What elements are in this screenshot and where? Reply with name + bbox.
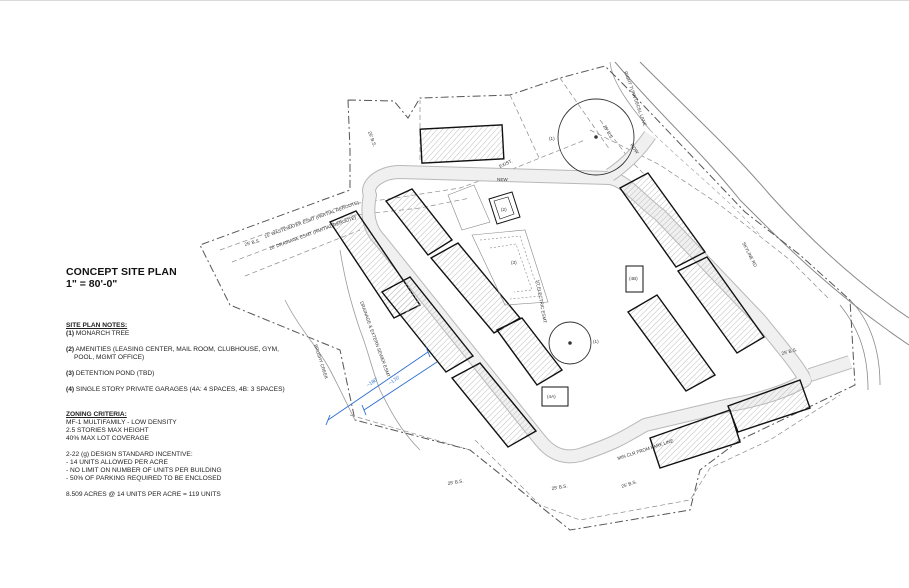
- building-e3: [626, 294, 717, 392]
- note-4: (4) SINGLE STORY PRIVATE GARAGES (4A: 4 …: [66, 386, 285, 393]
- buildings: [328, 124, 811, 469]
- note-2-cont: POOL, MGMT OFFICE): [74, 354, 145, 361]
- label-new: NEW: [497, 177, 508, 182]
- note-1: (1) MONARCH TREE: [66, 330, 130, 337]
- zoning-heading: ZONING CRITERIA:: [66, 411, 127, 418]
- label-elec-esmt: 10' ELECTRIC ESMT: [535, 279, 548, 323]
- zoning-line-3: 40% MAX LOT COVERAGE: [66, 435, 150, 442]
- zoning-line-2: 2.5 STORIES MAX HEIGHT: [66, 427, 149, 434]
- plan-title: CONCEPT SITE PLAN: [66, 266, 177, 278]
- site-plan-notes: SITE PLAN NOTES: (1) MONARCH TREE (2) AM…: [66, 322, 306, 499]
- note-2: (2) AMENITIES (LEASING CENTER, MAIL ROOM…: [66, 346, 279, 353]
- zoning-line-6: - NO LIMIT ON NUMBER OF UNITS PER BUILDI…: [66, 467, 222, 474]
- garages: [541, 265, 644, 407]
- building-e1: [618, 172, 707, 268]
- label-tree-north: (1): [549, 136, 555, 141]
- zoning-line-4: 2-22 (g) DESIGN STANDARD INCENTIVE:: [66, 451, 193, 458]
- label-drainage-swale: DRAINAGE & EXTERN SEWER ESMT: [359, 301, 391, 378]
- zoning-line-7: - 50% OF PARKING REQUIRED TO BE ENCLOSED: [66, 475, 222, 482]
- building-w3: [380, 276, 475, 373]
- building-top: [419, 124, 505, 164]
- notes-heading: SITE PLAN NOTES:: [66, 322, 128, 329]
- top-border-line: [0, 0, 909, 1]
- label-bs-2: 25' B.S.: [244, 238, 261, 247]
- zoning-line-5: - 14 UNITS ALLOWED PER ACRE: [66, 459, 168, 466]
- building-s2: [727, 379, 811, 433]
- building-w5: [450, 362, 538, 448]
- label-row: ROW: [629, 143, 640, 156]
- label-bs-6: 25' B.S.: [602, 124, 614, 140]
- label-bs-4: 25' B.S.: [551, 483, 568, 491]
- zoning-line-1: MF-1 MULTIFAMILY - LOW DENSITY: [66, 419, 177, 426]
- property-boundary: [199, 65, 856, 531]
- label-street: SKYLINE RD: [741, 241, 758, 268]
- building-w2: [384, 188, 454, 256]
- label-dim-1: ~180': [366, 377, 380, 389]
- label-amenity: (2): [501, 207, 507, 212]
- tree-circle-south: [548, 321, 592, 365]
- note-3: (3) DETENTION POND (TBD): [66, 370, 155, 377]
- zoning-line-8: 8.509 ACRES @ 14 UNITS PER ACRE = 119 UN…: [66, 491, 221, 498]
- detention-pond: [471, 229, 549, 306]
- building-e2: [676, 256, 766, 354]
- label-bs-3: 25' B.S.: [447, 478, 464, 486]
- pool-area: [447, 184, 491, 231]
- label-tree-south: (1): [593, 339, 599, 344]
- label-turn-lane: RIGHT TURN DECEL LANE: [623, 71, 647, 127]
- monarch-trees: [548, 98, 635, 365]
- building-w6: [495, 317, 564, 386]
- label-creek: BRUSHY CREEK: [313, 344, 329, 381]
- garage-4a: [541, 386, 569, 407]
- building-w4: [429, 242, 522, 334]
- building-s1: [649, 409, 741, 469]
- plan-scale: 1" = 80'-0": [66, 278, 118, 290]
- skyline-road: [609, 61, 909, 391]
- tree-circle-north: [557, 98, 635, 176]
- label-exist: EXIST.: [498, 158, 513, 168]
- label-pond: (3): [511, 260, 517, 265]
- label-bs-7: 25' B.S.: [781, 347, 798, 356]
- label-dim-2: ~170': [388, 375, 402, 387]
- label-garage-4a: (4A): [547, 394, 556, 399]
- label-garage-4b: (4B): [629, 276, 638, 281]
- creek: [284, 249, 421, 451]
- label-bs-5: 25' B.S.: [621, 479, 638, 489]
- label-bs-1: 25' B.S.: [367, 131, 377, 148]
- dimension-lines: [325, 346, 438, 426]
- garage-4b: [625, 265, 644, 293]
- amenity-building: [488, 191, 521, 225]
